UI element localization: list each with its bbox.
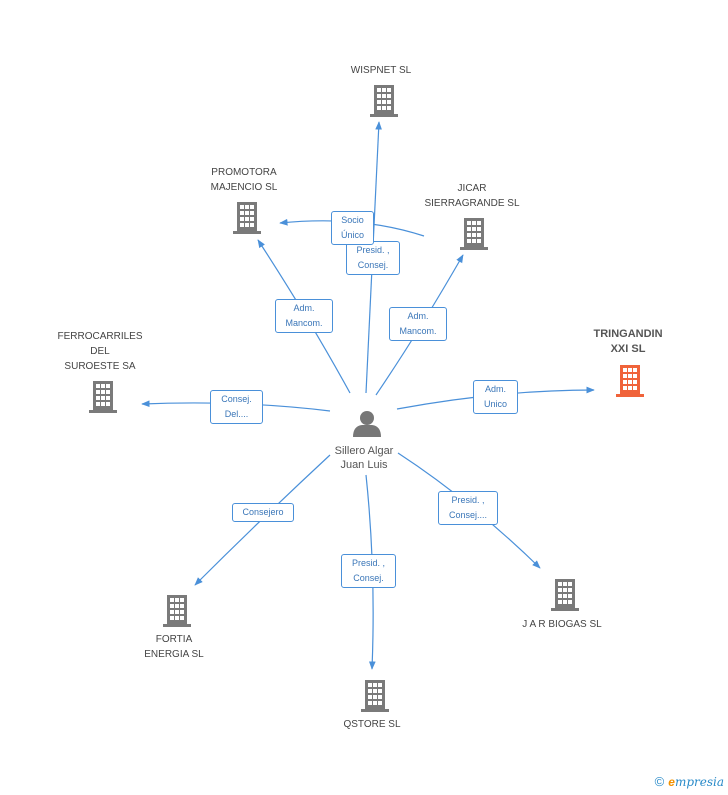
building-icon[interactable]	[89, 381, 117, 413]
node-label-tringandin[interactable]: TRINGANDIN XXI SL	[593, 328, 663, 355]
edge-label-promotora: Adm. Mancom.	[275, 299, 333, 333]
person-name[interactable]: Sillero Algar Juan Luis	[334, 445, 394, 471]
edge-label-tringandin: Adm. Unico	[473, 380, 518, 414]
edge-label-socio-unico: Socio Único	[331, 211, 374, 245]
person-icon	[353, 411, 381, 437]
building-icon[interactable]	[460, 218, 488, 250]
edge-label-jicar: Adm. Mancom.	[389, 307, 447, 341]
node-label-promotora[interactable]: PROMOTORA MAJENCIO SL	[210, 167, 278, 193]
copyright-symbol: ©	[654, 774, 665, 789]
brand-footer[interactable]: ©empresia	[655, 774, 724, 789]
building-icon[interactable]	[370, 85, 398, 117]
building-icon[interactable]	[163, 595, 191, 627]
building-icon[interactable]	[551, 579, 579, 611]
node-label-wispnet[interactable]: WISPNET SL	[350, 65, 412, 76]
building-icon[interactable]	[616, 365, 644, 397]
node-label-jicar[interactable]: JICAR SIERRAGRANDE SL	[424, 183, 520, 209]
building-icon[interactable]	[361, 680, 389, 712]
edge-label-qstore: Presid. , Consej.	[341, 554, 396, 588]
node-label-jar[interactable]: J A R BIOGAS SL	[522, 619, 602, 630]
node-label-qstore[interactable]: QSTORE SL	[343, 719, 401, 730]
edge-label-fortia: Consejero	[232, 503, 294, 522]
node-label-ferrocarriles[interactable]: FERROCARRILES DEL SUROESTE SA	[57, 331, 143, 372]
edge-label-jar: Presid. , Consej....	[438, 491, 498, 525]
brand-logo-text: mpresia	[674, 775, 724, 789]
node-label-fortia[interactable]: FORTIA ENERGIA SL	[144, 634, 204, 660]
edge-label-wispnet: Presid. , Consej.	[346, 241, 400, 275]
brand-logo-initial: e	[668, 775, 675, 789]
building-icon[interactable]	[233, 202, 261, 234]
edge-label-ferrocarriles: Consej. Del....	[210, 390, 263, 424]
